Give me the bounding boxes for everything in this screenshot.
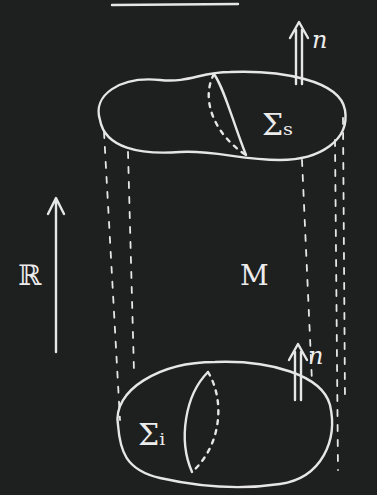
manifold-label: M bbox=[240, 262, 269, 290]
lower-hidden-curve bbox=[192, 372, 218, 472]
normal-label: n bbox=[312, 28, 327, 52]
lower-normal bbox=[289, 344, 307, 400]
axis-label: ℝ bbox=[18, 262, 41, 290]
surface-label: Σₛ bbox=[262, 110, 293, 140]
upper-normal bbox=[290, 22, 308, 84]
upper-hidden-curve bbox=[209, 74, 246, 155]
underline bbox=[112, 4, 238, 5]
time-axis-arrow bbox=[48, 198, 64, 352]
upper-surface bbox=[99, 72, 346, 160]
upper-section-curve bbox=[214, 74, 246, 155]
surface-label: Σᵢ bbox=[138, 420, 165, 450]
cylinder-lines bbox=[104, 118, 345, 470]
normal-label: n bbox=[308, 344, 323, 368]
